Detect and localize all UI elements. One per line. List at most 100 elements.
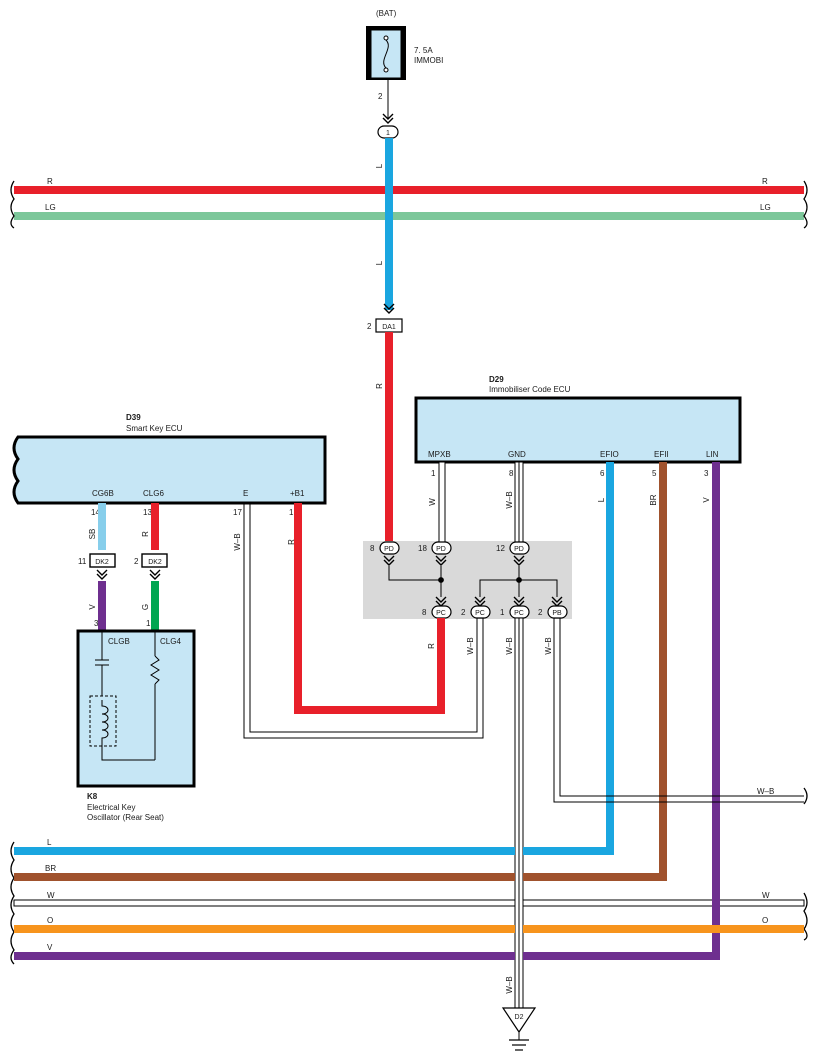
svg-text:17: 17 bbox=[233, 508, 242, 517]
svg-text:2: 2 bbox=[367, 322, 372, 331]
fuse-rating: 7. 5A bbox=[414, 46, 433, 55]
wire-efii bbox=[659, 462, 667, 881]
svg-text:L: L bbox=[47, 838, 52, 847]
svg-text:PB: PB bbox=[552, 610, 562, 617]
svg-text:W–B: W–B bbox=[757, 787, 774, 796]
wire-r-da1 bbox=[385, 332, 393, 544]
wire-g-k8 bbox=[151, 581, 159, 631]
svg-text:CG6B: CG6B bbox=[92, 489, 114, 498]
svg-text:GND: GND bbox=[508, 450, 526, 459]
svg-text:8: 8 bbox=[370, 544, 375, 553]
svg-text:W–B: W–B bbox=[233, 533, 242, 550]
svg-text:PC: PC bbox=[475, 610, 485, 617]
bus-r-label-right: R bbox=[762, 177, 768, 186]
connector-da1: DA1 2 bbox=[367, 318, 403, 333]
svg-text:PD: PD bbox=[436, 546, 446, 553]
wire-l-label-lower: L bbox=[375, 260, 384, 265]
resistor-icon bbox=[150, 631, 160, 760]
wire-pc1-ground bbox=[514, 617, 524, 1009]
svg-text:PD: PD bbox=[384, 546, 394, 553]
svg-text:L: L bbox=[597, 497, 606, 502]
svg-text:R: R bbox=[375, 383, 384, 389]
wire-lin bbox=[712, 462, 720, 960]
fuse-icon bbox=[383, 35, 389, 73]
svg-text:BR: BR bbox=[45, 864, 56, 873]
svg-text:14: 14 bbox=[91, 508, 100, 517]
connector-1: 1 bbox=[377, 125, 399, 139]
ecu-d29: D29 Immobiliser Code ECU MPXB GND EFIO E… bbox=[414, 375, 742, 464]
svg-text:D2: D2 bbox=[515, 1014, 524, 1021]
d39-name: Smart Key ECU bbox=[126, 424, 183, 433]
svg-text:W–B: W–B bbox=[544, 637, 553, 654]
wire-gnd bbox=[514, 461, 524, 547]
svg-text:G: G bbox=[141, 604, 150, 610]
svg-text:R: R bbox=[141, 531, 150, 537]
svg-text:2: 2 bbox=[134, 557, 139, 566]
fuse-pin: 2 bbox=[378, 92, 383, 101]
svg-text:2: 2 bbox=[461, 608, 466, 617]
k8-code: K8 bbox=[87, 792, 98, 801]
coil-icon bbox=[89, 695, 117, 747]
capacitor-icon bbox=[95, 631, 109, 696]
svg-text:O: O bbox=[762, 916, 768, 925]
wire-v-k8 bbox=[98, 581, 106, 631]
svg-text:PD: PD bbox=[514, 546, 524, 553]
svg-text:W–B: W–B bbox=[505, 491, 514, 508]
svg-text:1: 1 bbox=[500, 608, 505, 617]
wire-cg6b bbox=[98, 503, 106, 550]
connector-pc-2: 2 PC bbox=[461, 596, 491, 619]
bus-lg-label-left: LG bbox=[45, 203, 56, 212]
connector-pd-18: 18 PD bbox=[418, 541, 452, 566]
svg-text:PC: PC bbox=[514, 610, 524, 617]
svg-text:PC: PC bbox=[436, 610, 446, 617]
svg-text:3: 3 bbox=[704, 469, 709, 478]
k8-name-2: Oscillator (Rear Seat) bbox=[87, 813, 164, 822]
svg-text:1: 1 bbox=[431, 469, 436, 478]
svg-text:EFIO: EFIO bbox=[600, 450, 619, 459]
d29-code: D29 bbox=[489, 375, 504, 384]
junction-internal-wiring bbox=[388, 566, 558, 597]
svg-text:EFII: EFII bbox=[654, 450, 669, 459]
connector-pd-8: 8 PD bbox=[370, 541, 400, 566]
bus-r-label-left: R bbox=[47, 177, 53, 186]
svg-text:V: V bbox=[702, 497, 711, 503]
bus-w bbox=[13, 899, 805, 907]
svg-text:V: V bbox=[47, 943, 53, 952]
svg-text:+B1: +B1 bbox=[290, 489, 305, 498]
svg-text:CLG6: CLG6 bbox=[143, 489, 164, 498]
svg-text:18: 18 bbox=[418, 544, 427, 553]
svg-text:V: V bbox=[88, 604, 97, 610]
svg-text:8: 8 bbox=[422, 608, 427, 617]
svg-text:12: 12 bbox=[496, 544, 505, 553]
wire-mpxb bbox=[438, 461, 446, 547]
svg-text:BR: BR bbox=[649, 494, 658, 505]
svg-text:6: 6 bbox=[600, 469, 605, 478]
svg-text:O: O bbox=[47, 916, 53, 925]
svg-text:MPXB: MPXB bbox=[428, 450, 451, 459]
svg-text:W–B: W–B bbox=[505, 637, 514, 654]
fuse-name: IMMOBI bbox=[414, 56, 443, 65]
svg-text:R: R bbox=[427, 643, 436, 649]
bus-lg-label-right: LG bbox=[760, 203, 771, 212]
svg-text:8: 8 bbox=[509, 469, 514, 478]
svg-text:1: 1 bbox=[289, 508, 294, 517]
svg-text:SB: SB bbox=[88, 529, 97, 540]
bus-r bbox=[14, 186, 804, 194]
component-k8: CLGB CLG4 bbox=[76, 629, 196, 788]
svg-text:W: W bbox=[47, 891, 55, 900]
svg-text:DK2: DK2 bbox=[148, 559, 162, 566]
wire-pb-right bbox=[553, 618, 804, 803]
svg-text:W: W bbox=[762, 891, 770, 900]
connector-pd-12: 12 PD bbox=[496, 541, 530, 566]
d39-code: D39 bbox=[126, 413, 141, 422]
d29-name: Immobiliser Code ECU bbox=[489, 385, 571, 394]
svg-text:1: 1 bbox=[386, 130, 390, 137]
connector-dk2-left: 11 DK2 bbox=[78, 553, 116, 580]
svg-text:3: 3 bbox=[94, 619, 99, 628]
wire-b1-loop bbox=[294, 503, 445, 714]
svg-text:CLGB: CLGB bbox=[108, 637, 130, 646]
wire-e-loop bbox=[243, 503, 484, 739]
svg-text:DK2: DK2 bbox=[95, 559, 109, 566]
svg-text:W: W bbox=[428, 498, 437, 506]
